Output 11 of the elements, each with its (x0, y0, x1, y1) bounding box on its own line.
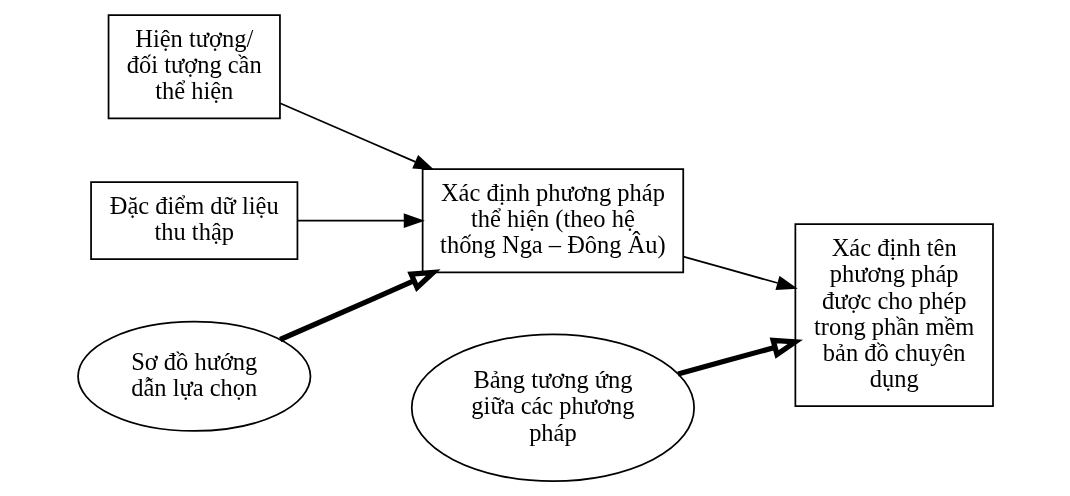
node-box: Đặc điểm dữ liệu thu thập (89, 181, 298, 261)
arrow (676, 337, 803, 377)
node-box: Xác định phương pháp thể hiện (theo hệ thống Nga – Đông Âu) (421, 168, 684, 274)
node-ellipse: Sơ đồ hướng dẫn lựa chọn (76, 320, 311, 432)
arrow (278, 269, 441, 342)
node-ellipse: Bảng tương ứng giữa các phương pháp (410, 333, 695, 483)
arrow (681, 255, 798, 291)
node-box: Hiện tượng/ đối tượng cần thể hiện (107, 14, 281, 120)
node-box: Xác định tên phương pháp được cho phép trong phần mềm bản đồ chuyên dụng (794, 223, 994, 407)
arrow (296, 213, 425, 229)
arrow (278, 102, 434, 171)
